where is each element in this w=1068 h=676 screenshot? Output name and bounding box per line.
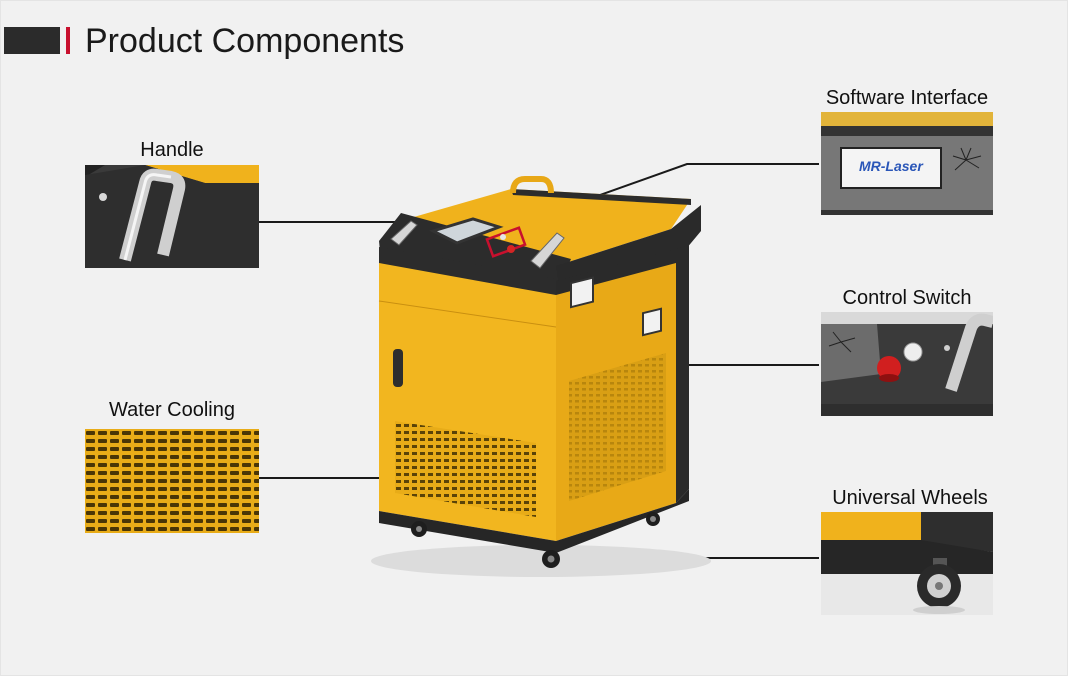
software-interface-label: Software Interface: [825, 87, 989, 109]
handle-thumbnail: [85, 165, 259, 268]
door-latch: [393, 349, 403, 387]
handle-grip-icon: [945, 313, 993, 392]
water-cooling-thumbnail: [85, 429, 259, 533]
machine-top: [393, 189, 691, 266]
universal-wheels-label: Universal Wheels: [832, 487, 988, 509]
laser-cleaning-machine-illustration: [371, 176, 711, 577]
laser-burst-icon: [828, 331, 856, 353]
vent-grille-icon: [85, 429, 259, 533]
title-accent-bar: [66, 27, 70, 54]
screen-logo: MR-Laser: [859, 158, 923, 174]
wheels: [411, 512, 660, 568]
control-switch-thumbnail: [821, 312, 993, 416]
water-cooling-label: Water Cooling: [109, 399, 235, 421]
laser-burst-icon: [952, 147, 982, 171]
screen-display: [840, 147, 942, 189]
key-switch-icon: [903, 342, 923, 362]
emergency-stop-button-icon: [877, 356, 901, 380]
handle-label: Handle: [140, 139, 204, 161]
side-vent: [569, 353, 666, 501]
left-handle: [390, 220, 418, 246]
front-vent: [395, 421, 536, 517]
top-handle: [510, 176, 554, 194]
page-title: Product Components: [85, 22, 405, 60]
right-handle: [530, 232, 565, 269]
title-decor-block: [4, 27, 60, 54]
control-panel-screen: [428, 217, 504, 245]
software-interface-thumbnail: MR-Laser: [821, 112, 993, 215]
control-switch-label: Control Switch: [842, 287, 972, 309]
universal-wheels-thumbnail: [821, 512, 993, 615]
